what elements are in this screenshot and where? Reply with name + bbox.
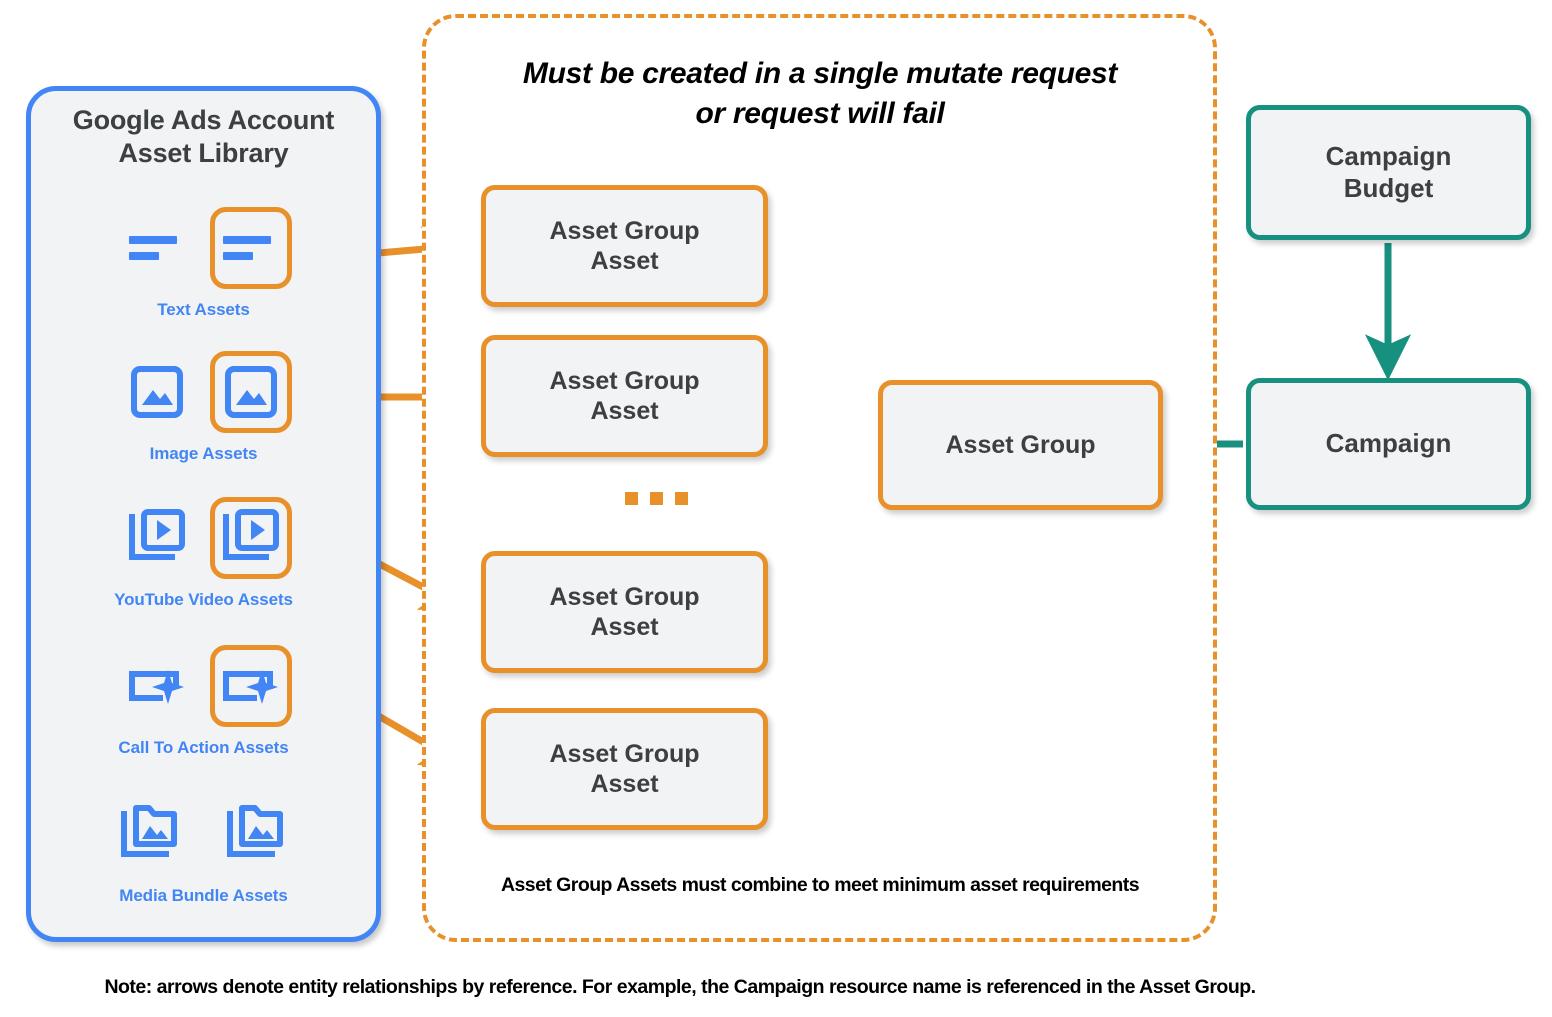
library-item-media-bundle-assets[interactable]: Media Bundle Assets bbox=[26, 786, 381, 906]
asset-group-asset-label-3a: Asset Group bbox=[549, 582, 700, 611]
library-item-label-text: Text Assets bbox=[157, 300, 250, 319]
asset-group-asset-node-4[interactable]: Asset Group Asset bbox=[481, 708, 768, 830]
library-item-label-youtube: YouTube Video Assets bbox=[114, 590, 293, 609]
asset-group-asset-label-2a: Asset Group bbox=[549, 366, 700, 395]
asset-group-label: Asset Group bbox=[945, 430, 1096, 459]
asset-group-asset-node-1[interactable]: Asset Group Asset bbox=[481, 185, 768, 307]
mutate-request-title-line1: Must be created in a single mutate reque… bbox=[522, 57, 1118, 90]
asset-library-title-line1: Google Ads Account bbox=[72, 105, 335, 135]
asset-group-asset-label-1b: Asset bbox=[590, 247, 659, 275]
text-asset-icon-selected[interactable] bbox=[209, 207, 292, 289]
ellipsis-indicator bbox=[625, 492, 688, 505]
call-to-action-asset-icon-pair bbox=[26, 638, 381, 734]
library-item-label-media-bundle: Media Bundle Assets bbox=[119, 886, 288, 905]
image-asset-icon bbox=[116, 351, 198, 433]
asset-group-asset-node-3[interactable]: Asset Group Asset bbox=[481, 551, 768, 673]
ellipsis-dot-2 bbox=[650, 492, 663, 505]
asset-group-asset-label-1a: Asset Group bbox=[549, 216, 700, 245]
asset-group-asset-label-3b: Asset bbox=[590, 613, 659, 641]
library-item-youtube-video-assets[interactable]: YouTube Video Assets bbox=[26, 490, 381, 610]
mutate-request-title-line2: or request will fail bbox=[695, 96, 945, 130]
youtube-video-asset-icon bbox=[116, 497, 198, 579]
call-to-action-asset-icon bbox=[116, 645, 198, 727]
campaign-node[interactable]: Campaign bbox=[1246, 378, 1531, 510]
ellipsis-dot-1 bbox=[625, 492, 638, 505]
asset-library-panel bbox=[26, 86, 381, 942]
youtube-video-asset-icon-pair bbox=[26, 490, 381, 586]
asset-group-node[interactable]: Asset Group bbox=[878, 380, 1163, 510]
asset-group-asset-label-2b: Asset bbox=[590, 397, 659, 425]
library-item-label-cta: Call To Action Assets bbox=[118, 738, 289, 757]
library-item-label-image: Image Assets bbox=[149, 444, 258, 463]
library-item-image-assets[interactable]: Image Assets bbox=[26, 344, 381, 464]
media-bundle-asset-icon-pair bbox=[26, 786, 381, 882]
mutate-request-title: Must be created in a single mutate reque… bbox=[440, 54, 1200, 133]
campaign-budget-node[interactable]: Campaign Budget bbox=[1246, 105, 1531, 240]
asset-group-asset-node-2[interactable]: Asset Group Asset bbox=[481, 335, 768, 457]
mutate-request-footer: Asset Group Assets must combine to meet … bbox=[500, 874, 1140, 896]
campaign-label: Campaign bbox=[1325, 428, 1452, 459]
youtube-video-asset-icon-selected[interactable] bbox=[209, 497, 292, 579]
library-item-call-to-action-assets[interactable]: Call To Action Assets bbox=[26, 638, 381, 758]
asset-group-asset-label-4b: Asset bbox=[590, 770, 659, 798]
call-to-action-asset-icon-selected[interactable] bbox=[209, 645, 292, 727]
library-item-text-assets[interactable]: Text Assets bbox=[26, 200, 381, 320]
diagram-footnote: Note: arrows denote entity relationships… bbox=[104, 976, 1256, 998]
campaign-budget-label-line1: Campaign bbox=[1325, 140, 1452, 171]
media-bundle-asset-icon bbox=[110, 793, 192, 875]
asset-library-title-line2: Asset Library bbox=[118, 137, 289, 168]
text-asset-icon-pair bbox=[26, 200, 381, 296]
text-asset-icon bbox=[116, 207, 198, 289]
image-asset-icon-pair bbox=[26, 344, 381, 440]
campaign-budget-label-line2: Budget bbox=[1343, 172, 1434, 203]
media-bundle-asset-icon-2 bbox=[216, 793, 298, 875]
asset-library-title: Google Ads Account Asset Library bbox=[26, 104, 381, 170]
image-asset-icon-selected[interactable] bbox=[209, 351, 292, 433]
ellipsis-dot-3 bbox=[675, 492, 688, 505]
asset-group-asset-label-4a: Asset Group bbox=[549, 739, 700, 768]
